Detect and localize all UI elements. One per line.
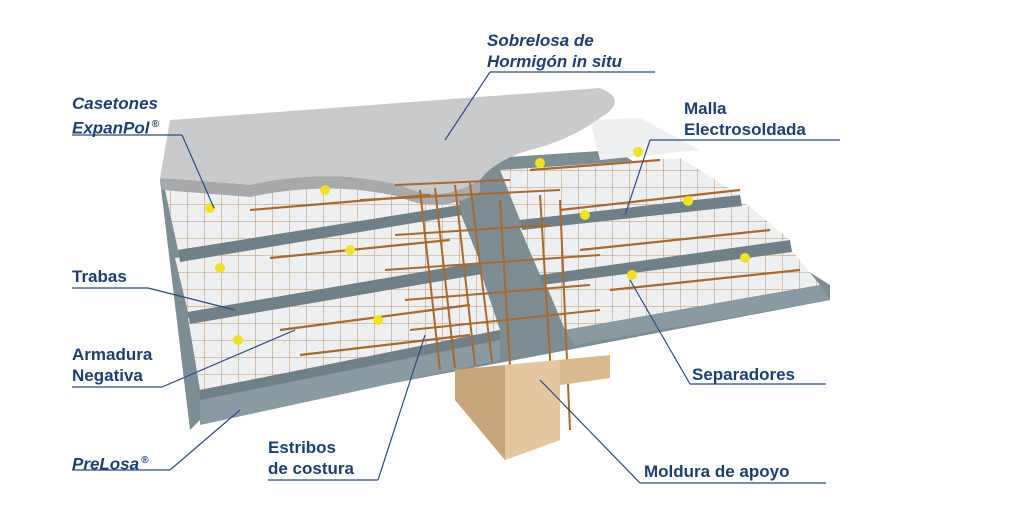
label-estribos-line2: de costura bbox=[268, 459, 354, 478]
label-estribos-line1: Estribos bbox=[268, 438, 337, 457]
label-armadura: Armadura Negativa bbox=[72, 344, 152, 386]
negative-reinforcement bbox=[249, 158, 801, 357]
label-malla-line1: Malla bbox=[684, 99, 727, 118]
label-estribos: Estribos de costura bbox=[268, 437, 354, 479]
label-sobrelosa: Sobrelosa de Hormigón in situ bbox=[487, 30, 622, 72]
spacers bbox=[205, 147, 750, 345]
label-casetones-line2: ExpanPol bbox=[72, 118, 150, 138]
registered-mark: ® bbox=[141, 455, 149, 466]
label-armadura-line1: Armadura bbox=[72, 345, 153, 364]
concrete-topping bbox=[160, 88, 615, 205]
registered-mark: ® bbox=[151, 119, 159, 130]
label-prelosa-text: PreLosa bbox=[72, 454, 140, 474]
label-sobrelosa-line1: Sobrelosa de bbox=[487, 31, 594, 50]
label-malla: Malla Electrosoldada bbox=[684, 98, 806, 140]
support-formwork bbox=[455, 355, 610, 460]
label-sobrelosa-line2: Hormigón in situ bbox=[487, 52, 623, 71]
rebar-cage bbox=[359, 179, 601, 451]
label-prelosa: PreLosa® bbox=[72, 450, 148, 475]
leader-lines bbox=[72, 71, 840, 484]
label-casetones: Casetones ExpanPol® bbox=[72, 93, 159, 139]
precast-beams bbox=[178, 195, 830, 425]
label-malla-line2: Electrosoldada bbox=[684, 120, 806, 139]
label-armadura-line2: Negativa bbox=[72, 366, 143, 385]
label-casetones-line1: Casetones bbox=[72, 94, 158, 113]
label-separadores: Separadores bbox=[692, 365, 795, 384]
label-moldura: Moldura de apoyo bbox=[644, 462, 790, 481]
label-trabas: Trabas bbox=[72, 267, 127, 286]
